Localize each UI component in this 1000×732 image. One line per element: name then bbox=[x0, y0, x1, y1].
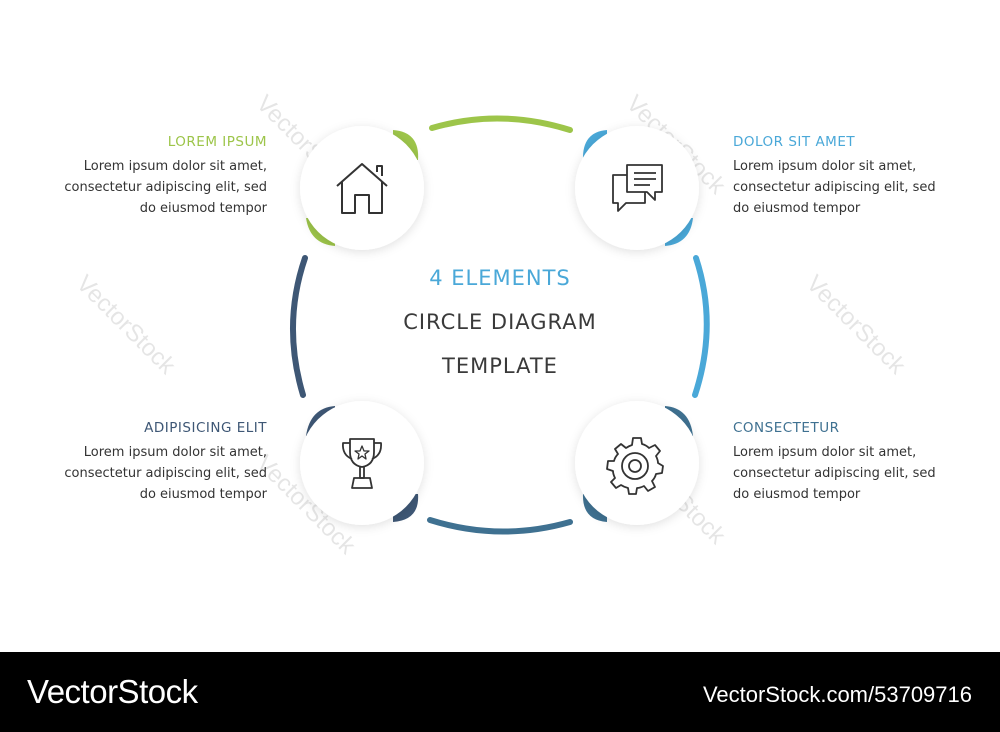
trophy-icon bbox=[342, 438, 382, 489]
footer-image-id: VectorStock.com/53709716 bbox=[702, 682, 972, 707]
text-line: Lorem ipsum dolor sit amet, bbox=[83, 159, 267, 174]
arc-right bbox=[692, 255, 710, 398]
background bbox=[0, 0, 1000, 652]
text-line: Lorem ipsum dolor sit amet, bbox=[733, 159, 917, 174]
node-circle-dolor-sit-amet bbox=[575, 126, 699, 250]
node-circle-adipisicing-elit bbox=[300, 401, 424, 525]
footer-brand-logo: VectorStock bbox=[27, 673, 198, 710]
item-title-lorem-ipsum: LOREM IPSUM bbox=[167, 134, 267, 150]
text-line: do eiusmod tempor bbox=[733, 487, 861, 502]
node-circle-consectetur bbox=[575, 401, 699, 525]
footer-bar bbox=[0, 652, 1000, 732]
text-line: do eiusmod tempor bbox=[139, 201, 267, 216]
text-line: do eiusmod tempor bbox=[733, 201, 861, 216]
house-icon bbox=[336, 163, 388, 214]
center-title-line2: CIRCLE DIAGRAM bbox=[403, 310, 597, 334]
center-title-line1: 4 ELEMENTS bbox=[429, 266, 571, 290]
item-title-adipisicing-elit: ADIPISICING ELIT bbox=[144, 420, 267, 436]
item-text-consectetur: Lorem ipsum dolor sit amet, consectetur … bbox=[733, 442, 993, 505]
text-line: consectetur adipiscing elit, sed bbox=[733, 466, 936, 481]
text-line: consectetur adipiscing elit, sed bbox=[733, 180, 936, 195]
item-text-adipisicing-elit: Lorem ipsum dolor sit amet, consectetur … bbox=[7, 442, 267, 505]
arc-bottom bbox=[427, 517, 573, 535]
node-circle-lorem-ipsum bbox=[300, 126, 424, 250]
text-line: Lorem ipsum dolor sit amet, bbox=[733, 445, 917, 460]
text-line: consectetur adipiscing elit, sed bbox=[64, 180, 267, 195]
circle-diagram bbox=[290, 115, 710, 535]
text-line: consectetur adipiscing elit, sed bbox=[64, 466, 267, 481]
item-title-consectetur: CONSECTETUR bbox=[733, 420, 840, 436]
center-title-line3: TEMPLATE bbox=[442, 354, 558, 378]
arc-top bbox=[429, 115, 573, 133]
item-title-dolor-sit-amet: DOLOR SIT AMET bbox=[733, 134, 856, 150]
arc-left bbox=[290, 255, 308, 398]
text-line: Lorem ipsum dolor sit amet, bbox=[83, 445, 267, 460]
gear-icon bbox=[606, 437, 664, 495]
chat-bubbles-icon bbox=[612, 164, 663, 212]
item-text-lorem-ipsum: Lorem ipsum dolor sit amet, consectetur … bbox=[7, 156, 267, 219]
item-text-dolor-sit-amet: Lorem ipsum dolor sit amet, consectetur … bbox=[733, 156, 993, 219]
text-line: do eiusmod tempor bbox=[139, 487, 267, 502]
accent-bottom-left-low bbox=[393, 494, 419, 522]
